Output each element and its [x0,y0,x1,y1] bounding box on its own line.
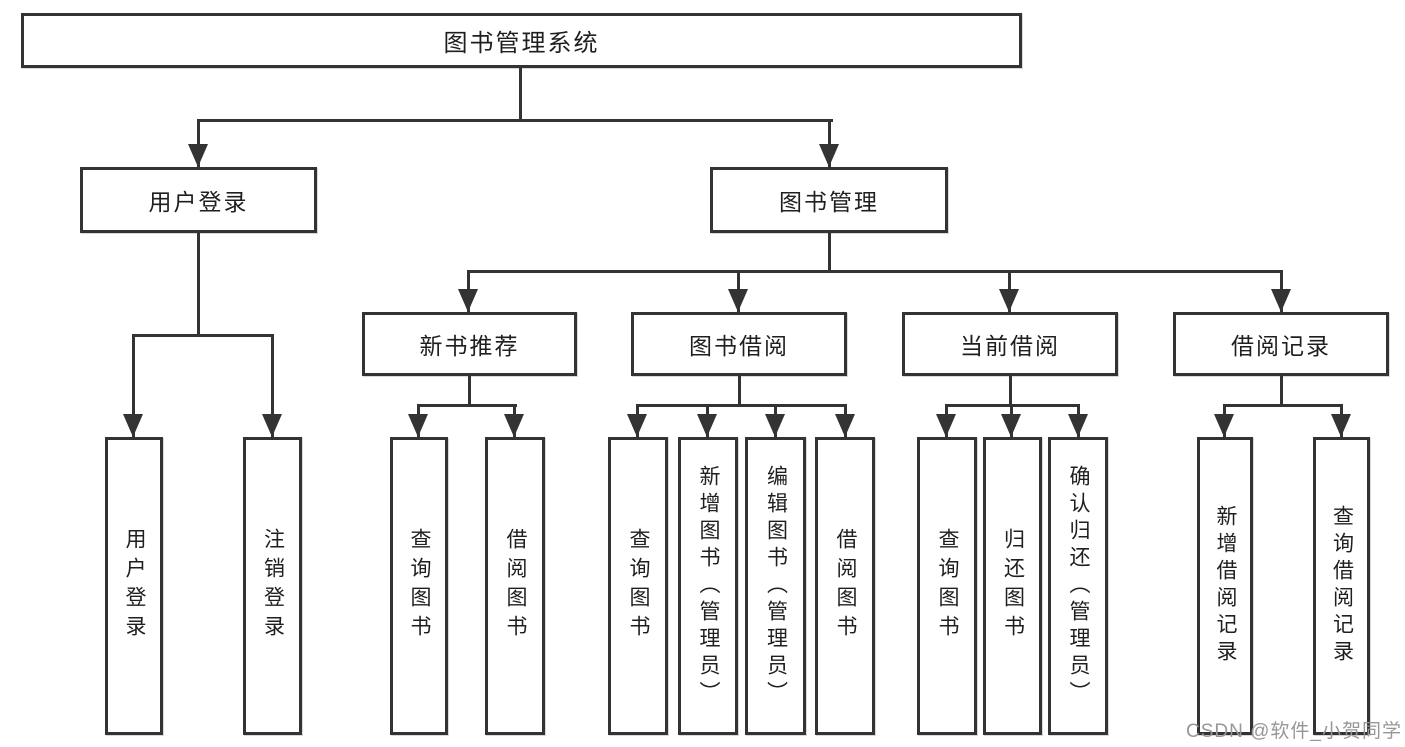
arrow-down-icon [1331,414,1351,437]
leaf-edit-books-admin: 编辑图书（管理员） [745,437,806,735]
connector-line [1223,404,1343,407]
arrow-down-icon [1001,414,1021,437]
arrow-down-icon [123,414,143,437]
leaf-query-books-borrow: 查询图书 [608,437,668,735]
arrow-down-icon [697,414,717,437]
watermark: CSDN @软件_小贺同学 [1186,721,1402,742]
connector-line [738,376,741,407]
arrow-down-icon [504,414,524,437]
node-root: 图书管理系统 [21,13,1022,68]
node-new-book-recommend: 新书推荐 [362,312,577,376]
node-current-borrow: 当前借阅 [902,312,1118,376]
arrow-down-icon [819,144,839,167]
connector-line [197,233,200,336]
connector-line [271,334,274,437]
node-book-borrow: 图书借阅 [631,312,847,376]
connector-line [197,119,833,122]
arrow-down-icon [936,414,956,437]
leaf-query-books-recommend: 查询图书 [390,437,448,735]
connector-line [467,270,1283,273]
leaf-query-borrow-record: 查询借阅记录 [1313,437,1370,735]
leaf-borrow-books: 借阅图书 [815,437,875,735]
arrow-down-icon [835,414,855,437]
connector-line [197,119,200,167]
leaf-user-login: 用户登录 [105,437,163,735]
connector-line [417,404,517,407]
leaf-borrow-books-recommend: 借阅图书 [485,437,545,735]
leaf-logout: 注销登录 [243,437,302,735]
node-user-login: 用户登录 [80,167,317,233]
leaf-return-books: 归还图书 [983,437,1042,735]
leaf-add-borrow-record: 新增借阅记录 [1197,437,1253,735]
leaf-confirm-return-admin: 确认归还（管理员） [1048,437,1108,735]
connector-line [1009,376,1012,407]
connector-line [828,233,831,273]
arrow-down-icon [765,414,785,437]
arrow-down-icon [1214,414,1234,437]
arrow-down-icon [188,144,208,167]
connector-line [132,334,274,337]
arrow-down-icon [262,414,282,437]
arrow-down-icon [458,289,478,312]
arrow-down-icon [408,414,428,437]
connector-line [1280,376,1283,407]
arrow-down-icon [627,414,647,437]
node-book-management: 图书管理 [710,167,948,233]
leaf-query-books-current: 查询图书 [917,437,977,735]
connector-line [519,66,522,122]
leaf-add-books-admin: 新增图书（管理员） [678,437,738,735]
connector-line [132,334,135,437]
connector-line [636,404,847,407]
arrow-down-icon [999,289,1019,312]
arrow-down-icon [728,289,748,312]
connector-line [468,376,471,407]
node-borrow-records: 借阅记录 [1173,312,1389,376]
arrow-down-icon [1271,289,1291,312]
connector-line [828,119,831,167]
arrow-down-icon [1068,414,1088,437]
